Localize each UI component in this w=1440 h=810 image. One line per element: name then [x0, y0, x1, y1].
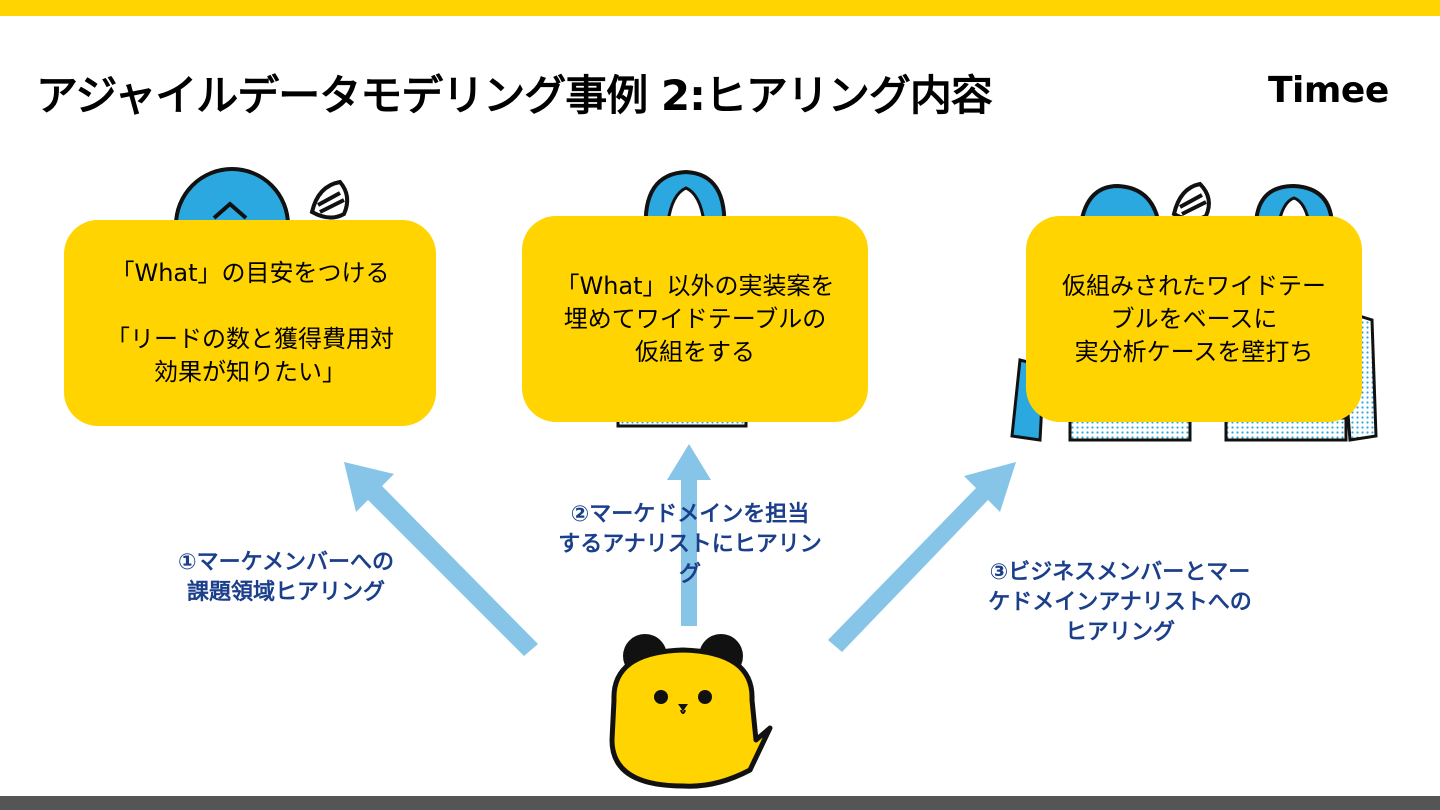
mascot-icon	[609, 634, 773, 789]
card-2-line-3: 仮組をする	[635, 337, 755, 366]
card-2-line-1: 「What」以外の実装案を	[555, 271, 835, 300]
hair-bun-icon	[309, 179, 350, 220]
top-accent-bar	[0, 0, 1440, 16]
step-1-line-2: 課題領域ヒアリング	[186, 580, 385, 605]
step-3-line-2: ケドメインアナリストへの	[988, 590, 1252, 615]
step-2-line-3: グ	[678, 562, 701, 587]
arrow-left	[344, 462, 538, 656]
step-3-label: ③ビジネスメンバーとマー ケドメインアナリストへの ヒアリング	[956, 558, 1284, 648]
card-1-line-3: 「リードの数と獲得費用対	[106, 325, 394, 353]
arrow-icon	[344, 444, 1016, 656]
footer-bar	[0, 796, 1440, 810]
step-2-line-1: ②マーケドメインを担当	[570, 502, 810, 527]
step-1-label: ①マーケメンバーへの 課題領域ヒアリング	[136, 548, 436, 608]
card-3: 仮組みされたワイドテー ブルをベースに 実分析ケースを壁打ち	[1026, 216, 1362, 422]
step-3-line-3: ヒアリング	[1064, 620, 1175, 645]
step-2-label: ②マーケドメインを担当 するアナリストにヒアリン グ	[532, 500, 848, 590]
timee-logo: Timee	[1268, 70, 1389, 111]
card-2: 「What」以外の実装案を 埋めてワイドテーブルの 仮組をする	[522, 216, 868, 422]
card-1-line-4: 効果が知りたい」	[154, 358, 346, 386]
card-1-line-1: 「What」の目安をつける	[110, 259, 390, 287]
card-3-line-2: ブルをベースに	[1110, 304, 1278, 333]
arrow-center	[667, 444, 711, 626]
card-3-line-3: 実分析ケースを壁打ち	[1074, 337, 1314, 366]
slide-title: アジャイルデータモデリング事例 2:ヒアリング内容	[36, 71, 993, 120]
hair-bun-icon	[1171, 181, 1211, 222]
card-1: 「What」の目安をつける 「リードの数と獲得費用対 効果が知りたい」	[64, 220, 436, 426]
card-3-line-1: 仮組みされたワイドテー	[1062, 271, 1326, 300]
step-1-line-1: ①マーケメンバーへの	[178, 550, 394, 575]
arrow-right	[828, 462, 1016, 652]
card-2-line-2: 埋めてワイドテーブルの	[563, 304, 827, 333]
step-2-line-2: するアナリストにヒアリン	[558, 532, 822, 557]
step-3-line-1: ③ビジネスメンバーとマー	[989, 560, 1251, 585]
